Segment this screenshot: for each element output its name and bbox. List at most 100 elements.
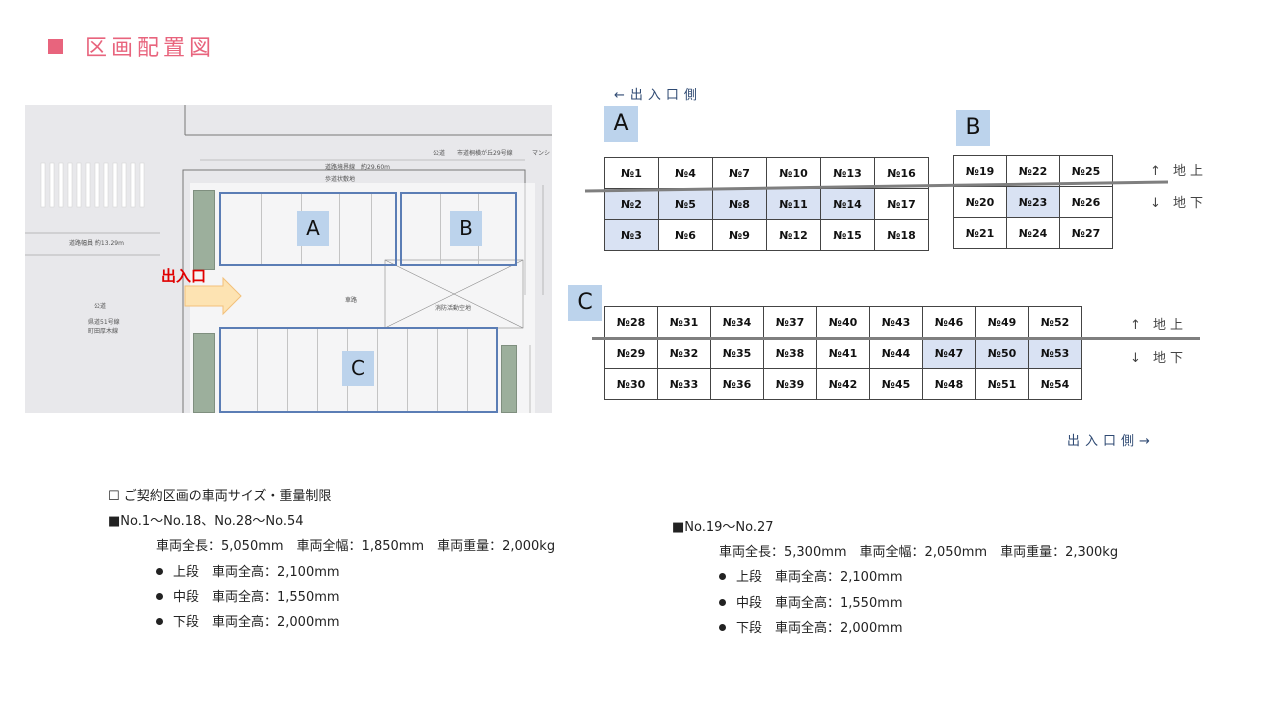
stall-cell: №51 — [975, 368, 1029, 400]
stall-cell: №33 — [657, 368, 711, 400]
grid-row: №28 №31 №34 №37 №40 №43 №46 №49 №52 — [604, 306, 1082, 338]
stall-line — [339, 194, 340, 264]
title-square-icon — [48, 38, 63, 54]
above-ground-label: ↑ 地上 — [1130, 318, 1188, 333]
stall-cell: №48 — [922, 368, 976, 400]
stall-cell: №54 — [1028, 368, 1082, 400]
spec-group2-dims: 車両全長：5,300mm 車両全幅：2,050mm 車両重量：2,300kg — [719, 545, 1119, 560]
ground-line-ab — [584, 180, 1169, 193]
grid-a: №1 №4 №7 №10 №13 №16 №2 №5 №8 №11 №14 №1… — [604, 157, 929, 251]
specs-heading: ☐ ご契約区画の車両サイズ・重量制限 — [108, 489, 332, 504]
stall-cell: №15 — [820, 219, 875, 251]
stall-cell: №50 — [975, 337, 1029, 369]
map-text: 公道 — [94, 303, 107, 310]
spec-group1-dims: 車両全長：5,050mm 車両全幅：1,850mm 車両重量：2,000kg — [156, 539, 556, 554]
below-ground-label: ↓ 地下 — [1130, 351, 1188, 366]
stall-cell: №44 — [869, 337, 923, 369]
spec-group1-lower: 下段 車両全高：2,000mm — [156, 611, 340, 630]
stall-cell: №43 — [869, 306, 923, 338]
map-text: マンシ — [532, 150, 551, 157]
stall-line — [377, 329, 378, 411]
green-strip — [501, 345, 517, 413]
map-text: 市道桐横が丘29号線 — [457, 150, 513, 157]
bullet-icon — [719, 624, 726, 631]
bullet-icon — [719, 573, 726, 580]
spec-group2-lower: 下段 車両全高：2,000mm — [719, 617, 903, 636]
grid-row: №1 №4 №7 №10 №13 №16 — [604, 157, 929, 189]
stall-line — [261, 194, 262, 264]
stall-cell: №37 — [763, 306, 817, 338]
stall-cell: №45 — [869, 368, 923, 400]
stall-cell: №10 — [766, 157, 821, 189]
site-map-drawing — [25, 105, 552, 413]
stall-cell: №52 — [1028, 306, 1082, 338]
stall-line — [317, 329, 318, 411]
stall-cell: №49 — [975, 306, 1029, 338]
stall-cell: №42 — [816, 368, 870, 400]
spec-text: 下段 車両全高：2,000mm — [173, 615, 340, 630]
grid-row: №3 №6 №9 №12 №15 №18 — [604, 219, 929, 251]
map-text: 歩道状敷地 — [325, 176, 356, 183]
stall-line — [287, 329, 288, 411]
map-text: 道路境界線 約29.60m — [325, 164, 391, 171]
map-text: 消防活動空地 — [435, 305, 472, 312]
stall-cell: №47 — [922, 337, 976, 369]
stall-cell: №6 — [658, 219, 713, 251]
stall-cell: №21 — [953, 217, 1007, 249]
grid-c: №28 №31 №34 №37 №40 №43 №46 №49 №52 №29 … — [604, 306, 1082, 400]
stall-line — [440, 194, 441, 264]
bullet-icon — [156, 593, 163, 600]
stall-cell: №1 — [604, 157, 659, 189]
grid-row: №21 №24 №27 — [953, 217, 1113, 249]
entrance-label: 出入口 — [161, 267, 207, 285]
map-text: 公道 — [433, 150, 446, 157]
stall-cell: №7 — [712, 157, 767, 189]
grid-row: №2 №5 №8 №11 №14 №17 — [604, 188, 929, 220]
map-label-b: B — [450, 211, 482, 246]
stall-cell: №39 — [763, 368, 817, 400]
stall-cell: №40 — [816, 306, 870, 338]
stall-cell: №35 — [710, 337, 764, 369]
spec-text: 中段 車両全高：1,550mm — [736, 596, 903, 611]
map-label-a: A — [297, 211, 329, 246]
stall-cell: №53 — [1028, 337, 1082, 369]
stall-cell: №3 — [604, 219, 659, 251]
map-text: 道路幅員 約13.29m — [69, 240, 124, 247]
map-label-c: C — [342, 351, 374, 386]
ground-line-c — [592, 337, 1200, 340]
spec-group1-upper: 上段 車両全高：2,100mm — [156, 561, 340, 580]
zone-c — [219, 327, 498, 413]
green-strip — [193, 333, 215, 413]
bullet-icon — [156, 568, 163, 575]
page-title: 区画配置図 — [48, 30, 215, 62]
spec-text: 下段 車両全高：2,000mm — [736, 621, 903, 636]
below-ground-label: ↓ 地下 — [1150, 196, 1208, 211]
spec-text: 上段 車両全高：2,100mm — [173, 565, 340, 580]
stall-cell: №29 — [604, 337, 658, 369]
grid-row: №29 №32 №35 №38 №41 №44 №47 №50 №53 — [604, 337, 1082, 369]
map-text: 県道51号線 — [88, 319, 120, 326]
spec-text: 中段 車両全高：1,550mm — [173, 590, 340, 605]
stall-cell: №28 — [604, 306, 658, 338]
stall-cell: №18 — [874, 219, 929, 251]
stall-cell: №32 — [657, 337, 711, 369]
stall-cell: №8 — [712, 188, 767, 220]
stall-cell: №38 — [763, 337, 817, 369]
stall-cell: №24 — [1006, 217, 1060, 249]
spec-group2-title: ■No.19～No.27 — [672, 520, 774, 535]
stall-cell: №41 — [816, 337, 870, 369]
stall-line — [257, 329, 258, 411]
stall-cell: №13 — [820, 157, 875, 189]
site-map: 公道 市道桐横が丘29号線 マンシ 道路境界線 約29.60m 歩道状敷地 道路… — [25, 105, 552, 413]
stall-line — [437, 329, 438, 411]
grid-label-a: A — [604, 106, 638, 142]
green-strip — [193, 190, 215, 270]
stall-cell: №5 — [658, 188, 713, 220]
page-title-text: 区画配置図 — [85, 36, 216, 61]
stall-cell: №34 — [710, 306, 764, 338]
grid-b: №19 №22 №25 №20 №23 №26 №21 №24 №27 — [953, 155, 1113, 249]
stall-cell: №30 — [604, 368, 658, 400]
bullet-icon — [719, 599, 726, 606]
map-text: 車路 — [345, 297, 358, 304]
stall-cell: №46 — [922, 306, 976, 338]
